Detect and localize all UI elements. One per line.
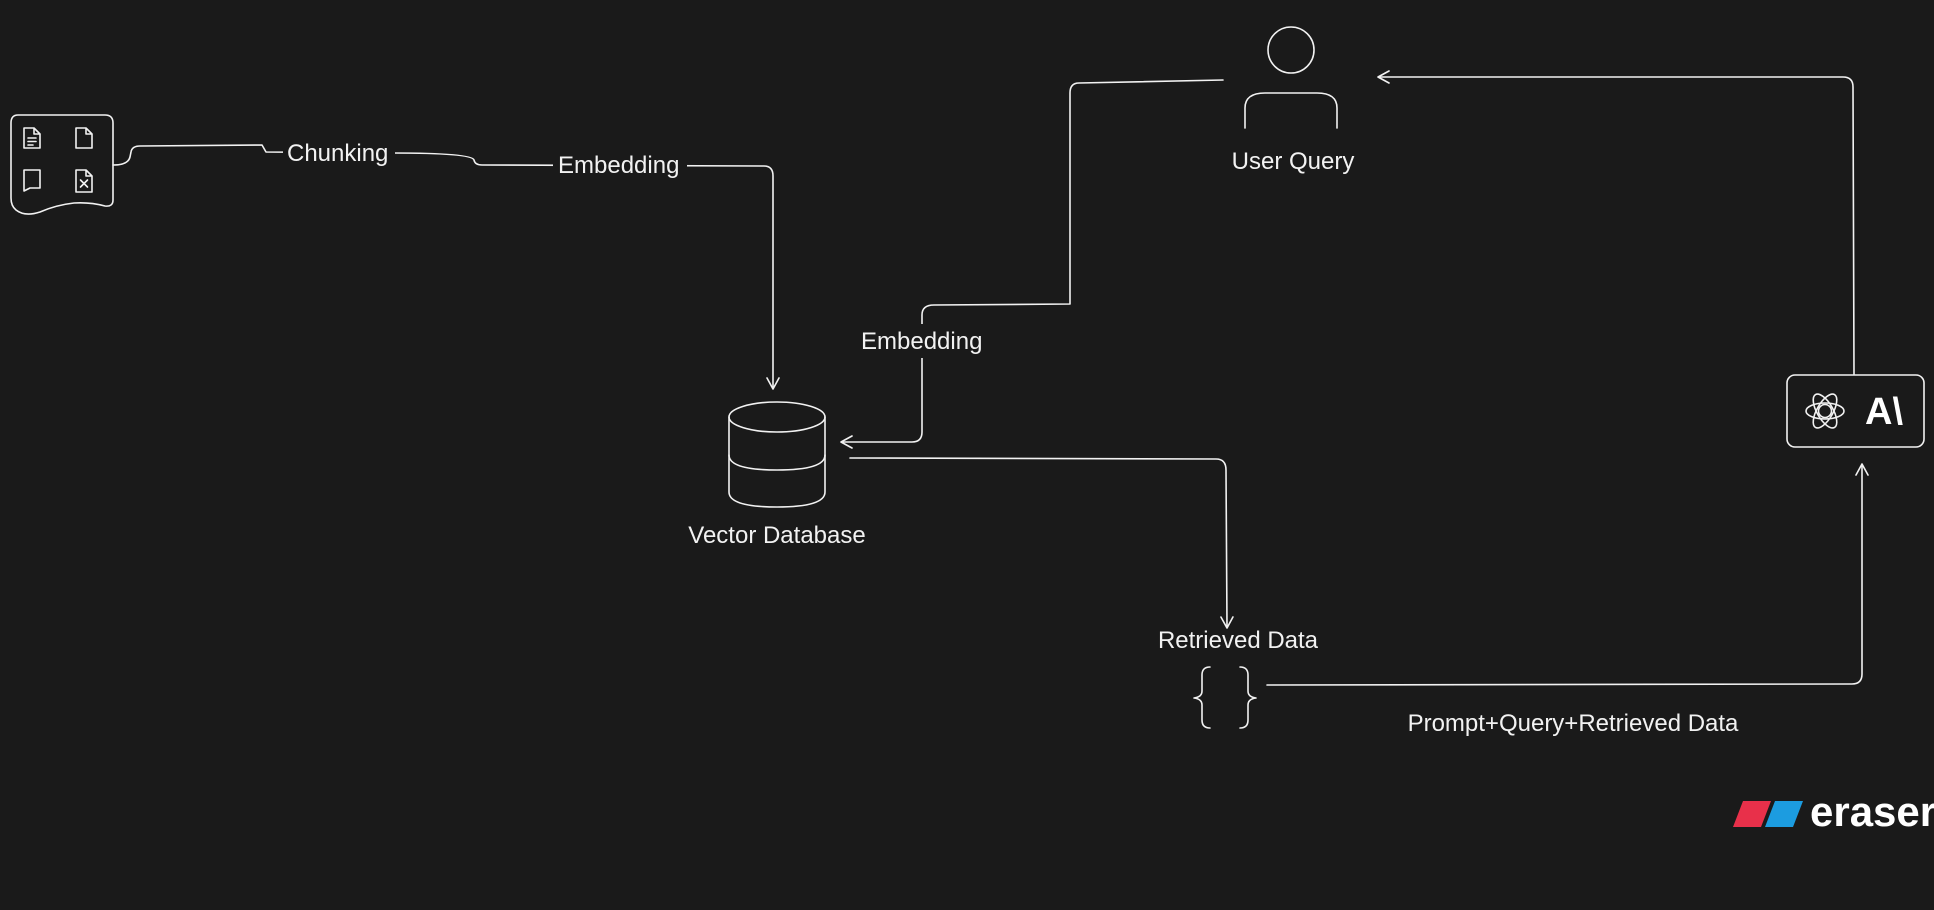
user-query-node[interactable]: User Query	[1232, 26, 1355, 175]
anthropic-icon: A\	[1865, 391, 1903, 433]
database-icon	[728, 401, 826, 508]
retrieved-data-node[interactable]: Retrieved Data	[1158, 627, 1319, 729]
connector-docs-to-vector-db[interactable]	[112, 144, 780, 390]
connector-vector-db-to-retrieved[interactable]	[849, 457, 1234, 629]
connector-query-to-vector-db[interactable]	[840, 79, 1224, 449]
chunking-label: Chunking	[287, 140, 388, 167]
curly-braces-icon	[1193, 666, 1257, 729]
document-text-icon	[23, 127, 41, 149]
prompt-flow-label: Prompt+Query+Retrieved Data	[1408, 710, 1739, 737]
user-query-label: User Query	[1232, 148, 1355, 175]
embedding-query-label: Embedding	[861, 328, 982, 355]
retrieved-data-label: Retrieved Data	[1158, 627, 1319, 654]
chunking-label-group: Chunking	[283, 138, 395, 168]
documents-node[interactable]	[10, 114, 114, 215]
embedding-query-label-group: Embedding	[856, 324, 990, 358]
eraser-logo-red-shape	[1733, 801, 1771, 827]
vector-database-label: Vector Database	[688, 522, 865, 549]
embedding-docs-label: Embedding	[558, 152, 679, 179]
llm-providers-node[interactable]: A\	[1786, 374, 1925, 448]
eraser-logo-blue-shape	[1765, 801, 1803, 827]
connector-retrieved-to-llm[interactable]	[1266, 463, 1869, 686]
document-icon	[75, 127, 93, 149]
vector-database-node[interactable]: Vector Database	[688, 401, 866, 549]
documents-container	[10, 114, 114, 215]
bookmark-icon	[23, 169, 41, 192]
eraser-wordmark: eraser	[1810, 788, 1934, 835]
user-icon	[1244, 26, 1338, 129]
document-x-icon	[75, 169, 93, 193]
connectors	[112, 70, 1869, 686]
openai-icon	[1805, 393, 1845, 429]
embedding-docs-label-group: Embedding	[553, 150, 687, 180]
llm-box	[1786, 374, 1925, 448]
eraser-logo: eraser	[1733, 788, 1934, 835]
connector-llm-to-user[interactable]	[1377, 70, 1855, 375]
